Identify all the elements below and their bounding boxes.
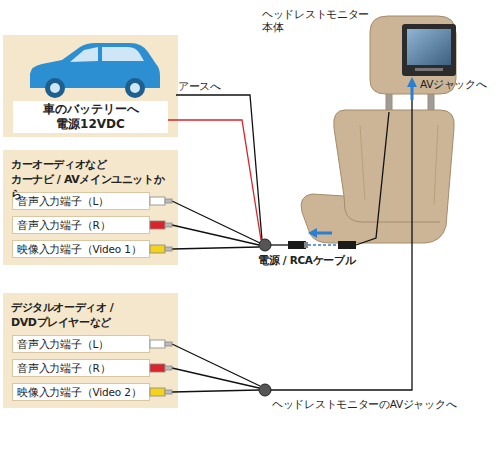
panel-heading: デジタルオーディオ / DVDプレイヤーなど <box>3 293 178 330</box>
terminal-label: 音声入力端子（L） <box>13 336 149 352</box>
terminal-label: 音声入力端子（R） <box>13 217 149 233</box>
wire-label: 電源 / RCAケーブル <box>258 254 355 267</box>
wires <box>172 95 412 392</box>
terminal-label: 音声入力端子（L） <box>13 193 149 209</box>
terminal-label: 音声入力端子（R） <box>13 360 149 376</box>
junction <box>259 384 271 396</box>
terminal-label: 映像入力端子（Video 2） <box>13 384 149 400</box>
wire-label: アースへ <box>178 80 221 93</box>
panel-heading: カーオーディオなど カーナビ / AVメインユニットから <box>3 150 178 202</box>
input-terminal-box: 音声入力端子（L） <box>12 335 150 353</box>
av-jack-arrow <box>407 77 417 100</box>
wire-label: ヘッドレストモニターのAVジャックへ <box>272 398 456 411</box>
input-terminal-box: 音声入力端子（R） <box>12 359 150 377</box>
wire-label: AVジャックへ <box>420 78 487 91</box>
panel-heading: 車のバッテリーへ 電源12VDC <box>13 101 168 133</box>
junction <box>259 239 271 251</box>
power-wire <box>168 120 261 240</box>
cable-connector <box>288 228 356 249</box>
rca-plugs <box>150 197 172 396</box>
wire-label: ヘッドレストモニター 本体 <box>262 8 369 34</box>
terminal-label: 映像入力端子（Video 1） <box>13 241 149 257</box>
input-terminal-box: 音声入力端子（L） <box>12 192 150 210</box>
input-terminal-box: 音声入力端子（R） <box>12 216 150 234</box>
input-terminal-box: 映像入力端子（Video 1） <box>12 240 150 258</box>
headrest-monitor <box>402 24 456 76</box>
car-icon <box>30 43 160 98</box>
input-terminal-box: 映像入力端子（Video 2） <box>12 383 150 401</box>
